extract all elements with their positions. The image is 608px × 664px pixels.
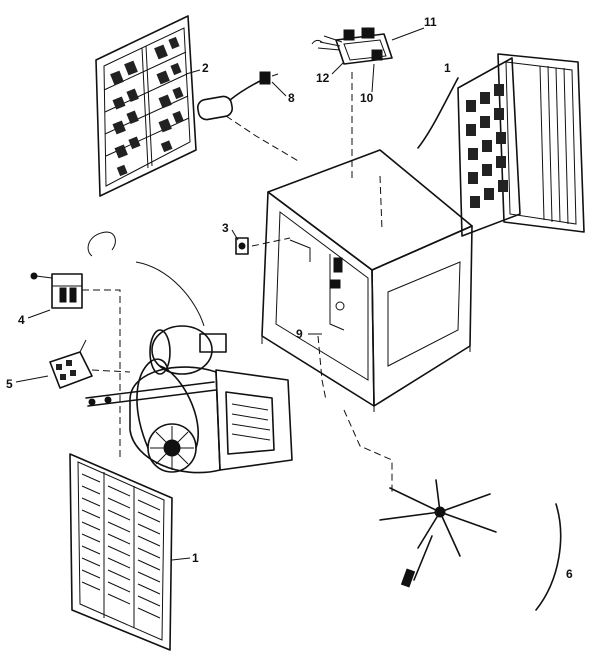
bracket-part-3 — [235, 237, 249, 255]
callout-9: 9 — [296, 327, 303, 341]
pad-frame-part-2 — [95, 15, 197, 197]
switch-part-4 — [30, 231, 116, 309]
front-grille-part-1 — [69, 453, 173, 651]
pump-assembly — [311, 27, 393, 65]
callout-4: 4 — [18, 313, 25, 327]
callout-10: 10 — [360, 91, 374, 105]
callout-8: 8 — [288, 91, 295, 105]
callout-6: 6 — [566, 567, 573, 581]
side-grille-part-1 — [417, 53, 585, 237]
callout-12: 12 — [316, 71, 330, 85]
callout-3: 3 — [222, 221, 229, 235]
callout-5: 5 — [6, 377, 13, 391]
distributor-part-6 — [379, 479, 562, 611]
assembly-lines — [82, 72, 393, 494]
float-switch-part-8 — [196, 71, 279, 121]
callout-leaders — [15, 27, 425, 561]
callout-2: 2 — [202, 61, 209, 75]
cabinet — [261, 149, 473, 412]
callout-1-front: 1 — [192, 551, 199, 565]
callout-1-side: 1 — [444, 61, 451, 75]
motor — [135, 261, 227, 375]
relay-part-5 — [49, 339, 93, 389]
blower — [85, 358, 293, 474]
callout-11: 11 — [424, 15, 437, 29]
